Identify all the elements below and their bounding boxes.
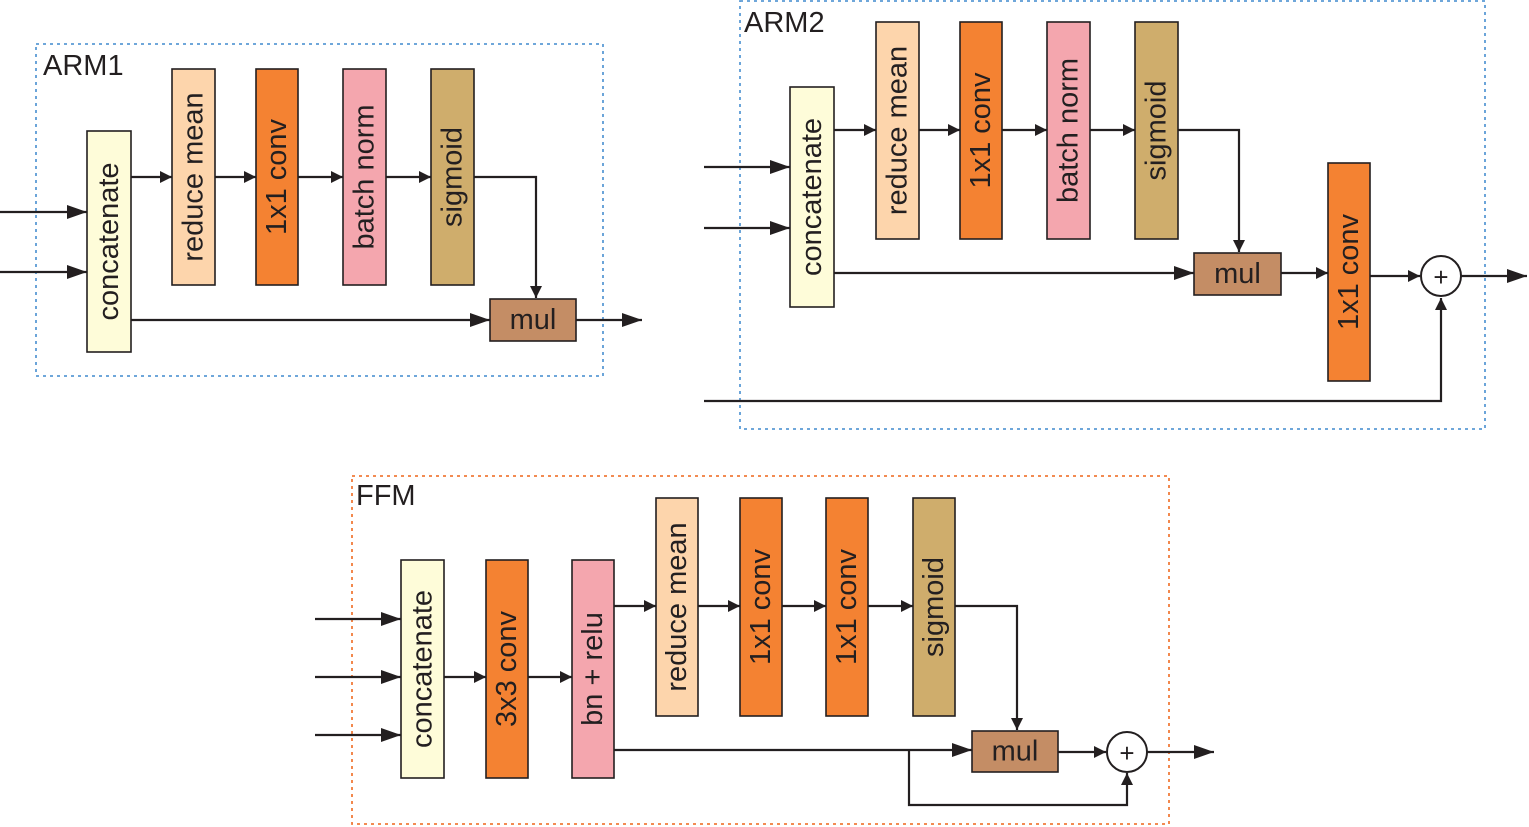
ffm-reduce-mean-label: reduce mean [661,522,693,691]
arm1-concatenate-label: concatenate [93,162,125,320]
ffm-conv-b-block: 1x1 conv [825,497,869,717]
arm1-batch-norm-label: batch norm [349,104,381,249]
arm1-concatenate-block: concatenate [86,130,132,353]
ffm-conv-b-label: 1x1 conv [831,548,863,665]
arm2-mul-block: mul [1193,252,1282,296]
ffm-3x3-conv-label: 3x3 conv [491,610,523,727]
arm2-sigmoid-block: sigmoid [1134,21,1179,240]
arm1-batch-norm-block: batch norm [342,68,387,286]
arm1-title: ARM1 [43,50,124,82]
ffm-frame [351,475,1170,825]
arm1-module: ARM1 concatenate reduce mean 1x1 conv [0,43,642,377]
arm1-reduce-mean-label: reduce mean [178,92,210,261]
arm1-conv-block: 1x1 conv [255,68,299,286]
arm2-reduce-mean-block: reduce mean [875,21,920,240]
arm1-mul-label: mul [510,304,557,336]
ffm-reduce-mean-block: reduce mean [655,497,699,717]
arm1-conv-label: 1x1 conv [261,118,293,235]
ffm-module: FFM concatenate 3x3 conv b [315,475,1214,825]
ffm-conv-a-label: 1x1 conv [745,548,777,665]
ffm-add-node: + [1106,731,1148,773]
arm1-mul-block: mul [489,298,577,342]
arm2-reduce-mean-label: reduce mean [882,46,914,215]
ffm-sigmoid-block: sigmoid [912,497,956,717]
arm2-frame [739,0,1486,430]
ffm-conv-a-block: 1x1 conv [739,497,783,717]
arm2-conv-block: 1x1 conv [959,21,1003,240]
arm2-sigmoid-label: sigmoid [1141,81,1173,181]
arm2-add-node: + [1420,255,1462,297]
arm1-frame [35,43,604,377]
arm1-wires [0,171,642,327]
arm1-sigmoid-label: sigmoid [437,127,469,227]
arm1-reduce-mean-block: reduce mean [171,68,216,286]
ffm-add-symbol: + [1119,738,1134,768]
ffm-3x3-conv-block: 3x3 conv [485,559,529,779]
arm2-conv-label: 1x1 conv [965,72,997,189]
arm2-second-conv-label: 1x1 conv [1333,213,1365,330]
arm2-second-conv-block: 1x1 conv [1327,162,1371,382]
ffm-mul-block: mul [971,730,1059,773]
ffm-concatenate-block: concatenate [400,559,445,779]
ffm-bn-relu-label: bn + relu [577,612,609,726]
arm2-batch-norm-block: batch norm [1046,21,1091,240]
arm2-title: ARM2 [744,7,825,39]
ffm-title: FFM [356,480,416,512]
ffm-wires [315,600,1214,807]
ffm-bn-relu-block: bn + relu [571,559,615,779]
arm2-concatenate-label: concatenate [796,118,828,276]
arm1-sigmoid-block: sigmoid [430,68,475,286]
ffm-mul-label: mul [992,736,1039,768]
arm2-add-symbol: + [1433,262,1448,292]
ffm-sigmoid-label: sigmoid [918,557,950,657]
arm2-batch-norm-label: batch norm [1053,58,1085,203]
ffm-concatenate-label: concatenate [407,590,439,748]
arm2-mul-label: mul [1214,258,1261,290]
arm2-module: ARM2 concatenate reduce mean 1x1 conv [704,0,1527,430]
arm2-wires [704,124,1527,403]
arm2-concatenate-block: concatenate [789,86,835,308]
